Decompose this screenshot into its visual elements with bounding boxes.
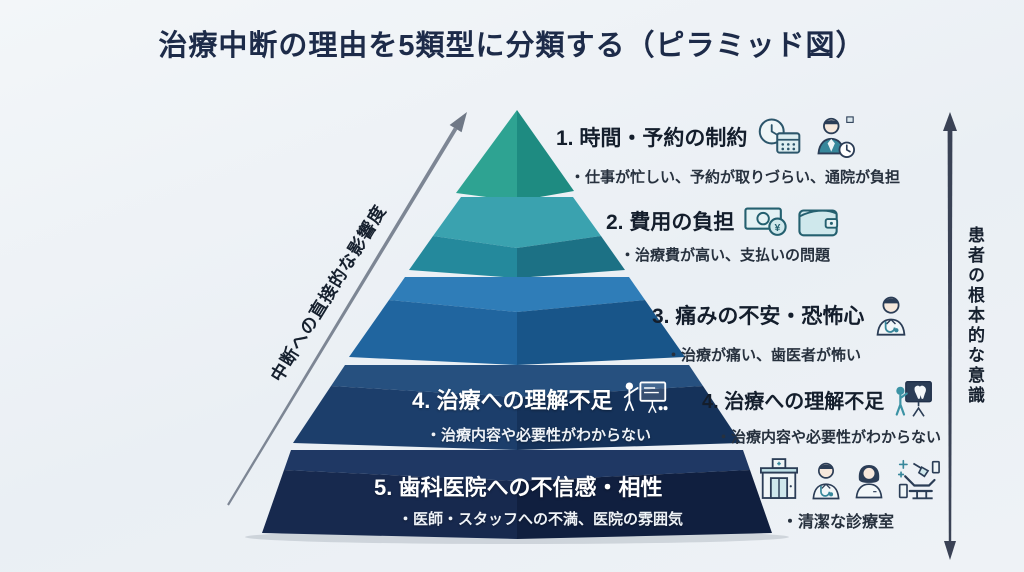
annotation-level-2: 2. 費用の負担 ¥ ・治療費が高い、支払いの問題 <box>606 204 840 265</box>
right-axis-label: 患者の根本的な意識 <box>965 226 984 406</box>
pyramid-level-3 <box>349 277 685 365</box>
clock-calendar-icon <box>759 118 801 154</box>
page-title: 治療中断の理由を5類型に分類する（ピラミッド図） <box>158 30 866 62</box>
annotation-level-1: 1. 時間・予約の制約 ・仕事が忙しい、予約が取りづらい、通院が負担 <box>556 114 900 187</box>
right-axis-arrow <box>943 112 957 560</box>
presenter-board-icon <box>624 381 669 414</box>
level-2-heading: 2. 費用の負担 <box>606 211 735 234</box>
pyramid-level-5 <box>262 450 772 539</box>
annotation-level-5-inside: 5. 歯科医院への不信感・相性 ・医師・スタッフへの不満、医院の雰囲気 <box>374 470 683 529</box>
yen-symbol: ¥ <box>775 222 781 234</box>
female-staff-icon <box>855 465 883 499</box>
annotation-level-4-inside: 4. 治療への理解不足 ・治療内容や必要性がわからない <box>412 380 669 445</box>
level-2-detail: ・治療費が高い、支払いの問題 <box>620 247 831 264</box>
level-4-inside-heading: 4. 治療への理解不足 <box>412 388 613 413</box>
pyramid-level-1 <box>456 110 574 201</box>
pyramid-level-4 <box>293 365 741 450</box>
annotation-level-4-right: 4. 治療への理解不足 ・治療内容や必要性がわからない <box>702 378 941 447</box>
clinic-entrance-icon <box>760 458 798 499</box>
doctor-icon <box>876 296 906 336</box>
dental-chair-clean-icon <box>897 459 940 500</box>
level-3-detail: ・治療が痛い、歯医者が怖い <box>666 347 862 364</box>
annotation-level-3: 3. 痛みの不安・恐怖心 ・治療が痛い、歯医者が怖い <box>652 292 908 365</box>
level-1-detail: ・仕事が忙しい、予約が取りづらい、通院が負担 <box>570 169 901 186</box>
wallet-icon <box>798 209 839 237</box>
level-1-heading: 1. 時間・予約の制約 <box>556 127 748 150</box>
level-3-heading: 3. 痛みの不安・恐怖心 <box>652 305 865 328</box>
doctor-icon <box>812 462 840 500</box>
pyramid-level-2 <box>409 197 625 278</box>
level-5-inside-detail: ・医師・スタッフへの不満、医院の雰囲気 <box>398 511 684 528</box>
level-4-inside-detail: ・治療内容や必要性がわからない <box>426 427 652 444</box>
presenter-tooth-board-icon <box>895 381 933 417</box>
annotation-level-5-right: ・清潔な診療室 <box>760 456 940 532</box>
level-4-right-detail: ・治療内容や必要性がわからない <box>716 429 942 446</box>
level-5-inside-heading: 5. 歯科医院への不信感・相性 <box>374 475 663 500</box>
left-axis-arrow <box>227 112 467 506</box>
level-5-right-detail: ・清潔な診療室 <box>782 514 895 531</box>
level-4-right-heading: 4. 治療への理解不足 <box>702 390 885 413</box>
banknote-yen-icon: ¥ <box>744 207 788 236</box>
businessperson-clock-icon <box>817 116 856 158</box>
